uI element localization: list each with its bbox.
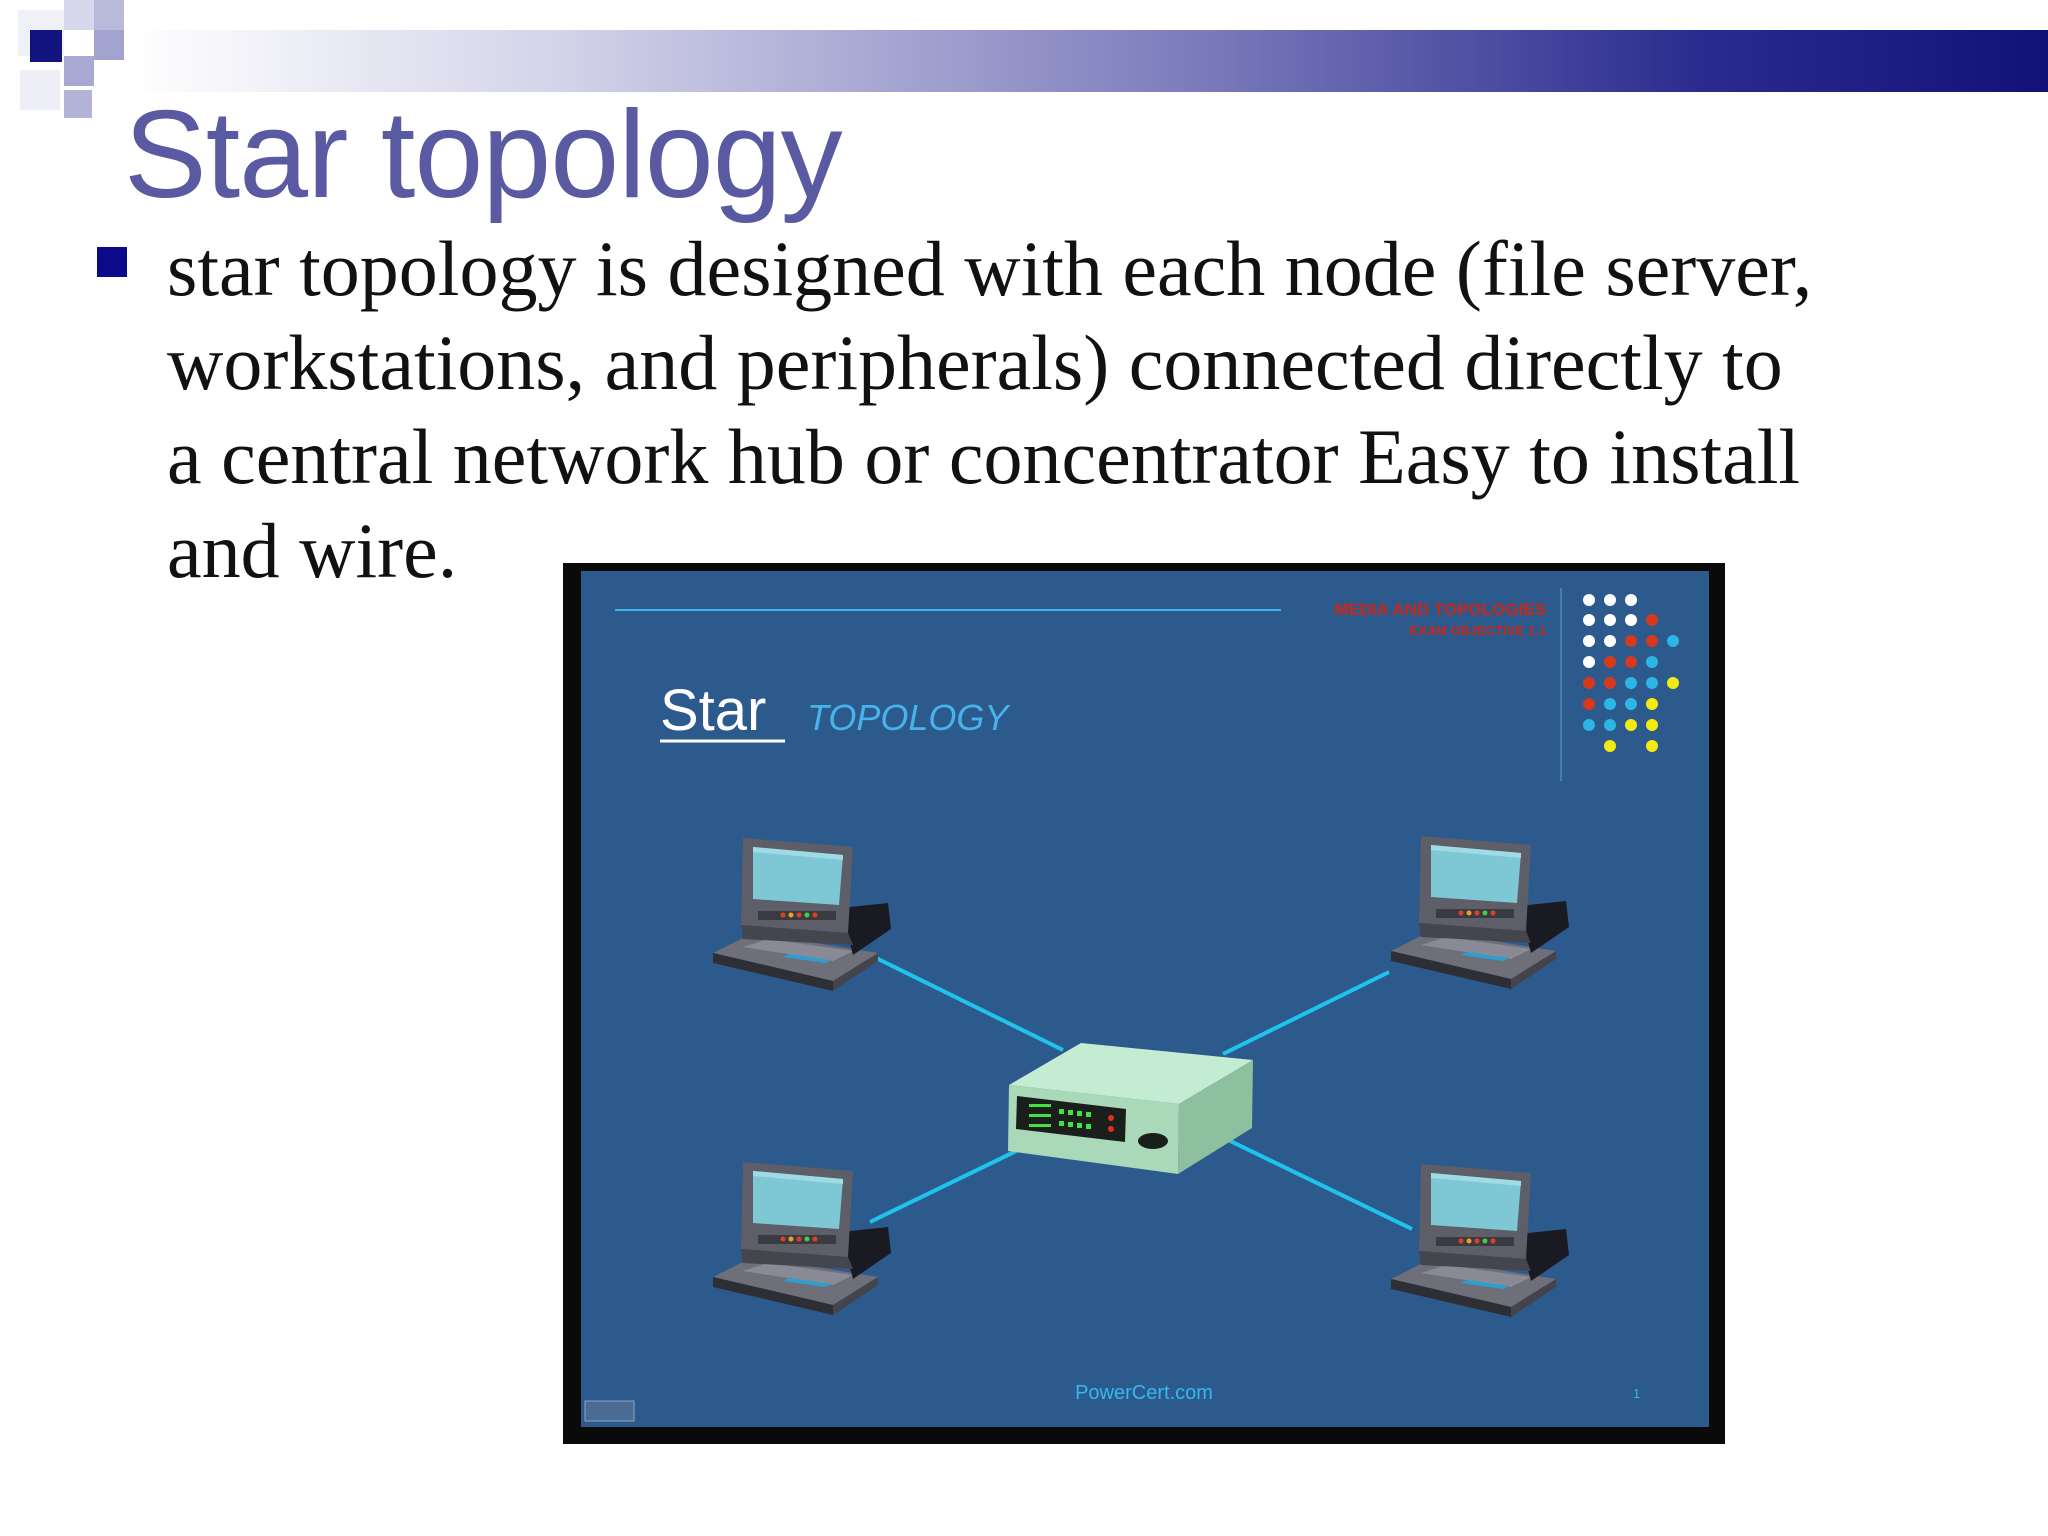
star-topology-diagram: MEDIA AND TOPOLOGIES EXAM OBJECTIVE 1.1 … <box>563 563 1725 1444</box>
header-gradient-bar <box>130 30 2048 92</box>
diagram-title-star: Star <box>660 678 766 743</box>
diagram-footer-text: PowerCert.com <box>1075 1382 1213 1404</box>
slide-title: Star topology <box>124 90 842 220</box>
diagram-corner-control <box>585 1401 634 1421</box>
diagram-title-topology: TOPOLOGY <box>807 697 1011 738</box>
bullet-line: a central network hub or concentrator Ea… <box>167 410 2027 504</box>
bullet-line: workstations, and peripherals) connected… <box>167 316 2027 410</box>
bullet-marker <box>97 247 127 277</box>
bullet-line: star topology is designed with each node… <box>167 222 2027 316</box>
diagram-page-number: 1 <box>1633 1386 1640 1401</box>
diagram-header-line1: MEDIA AND TOPOLOGIES <box>1334 600 1546 619</box>
diagram-header-line2: EXAM OBJECTIVE 1.1 <box>1409 623 1546 638</box>
bullet-text: star topology is designed with each node… <box>167 222 2027 598</box>
